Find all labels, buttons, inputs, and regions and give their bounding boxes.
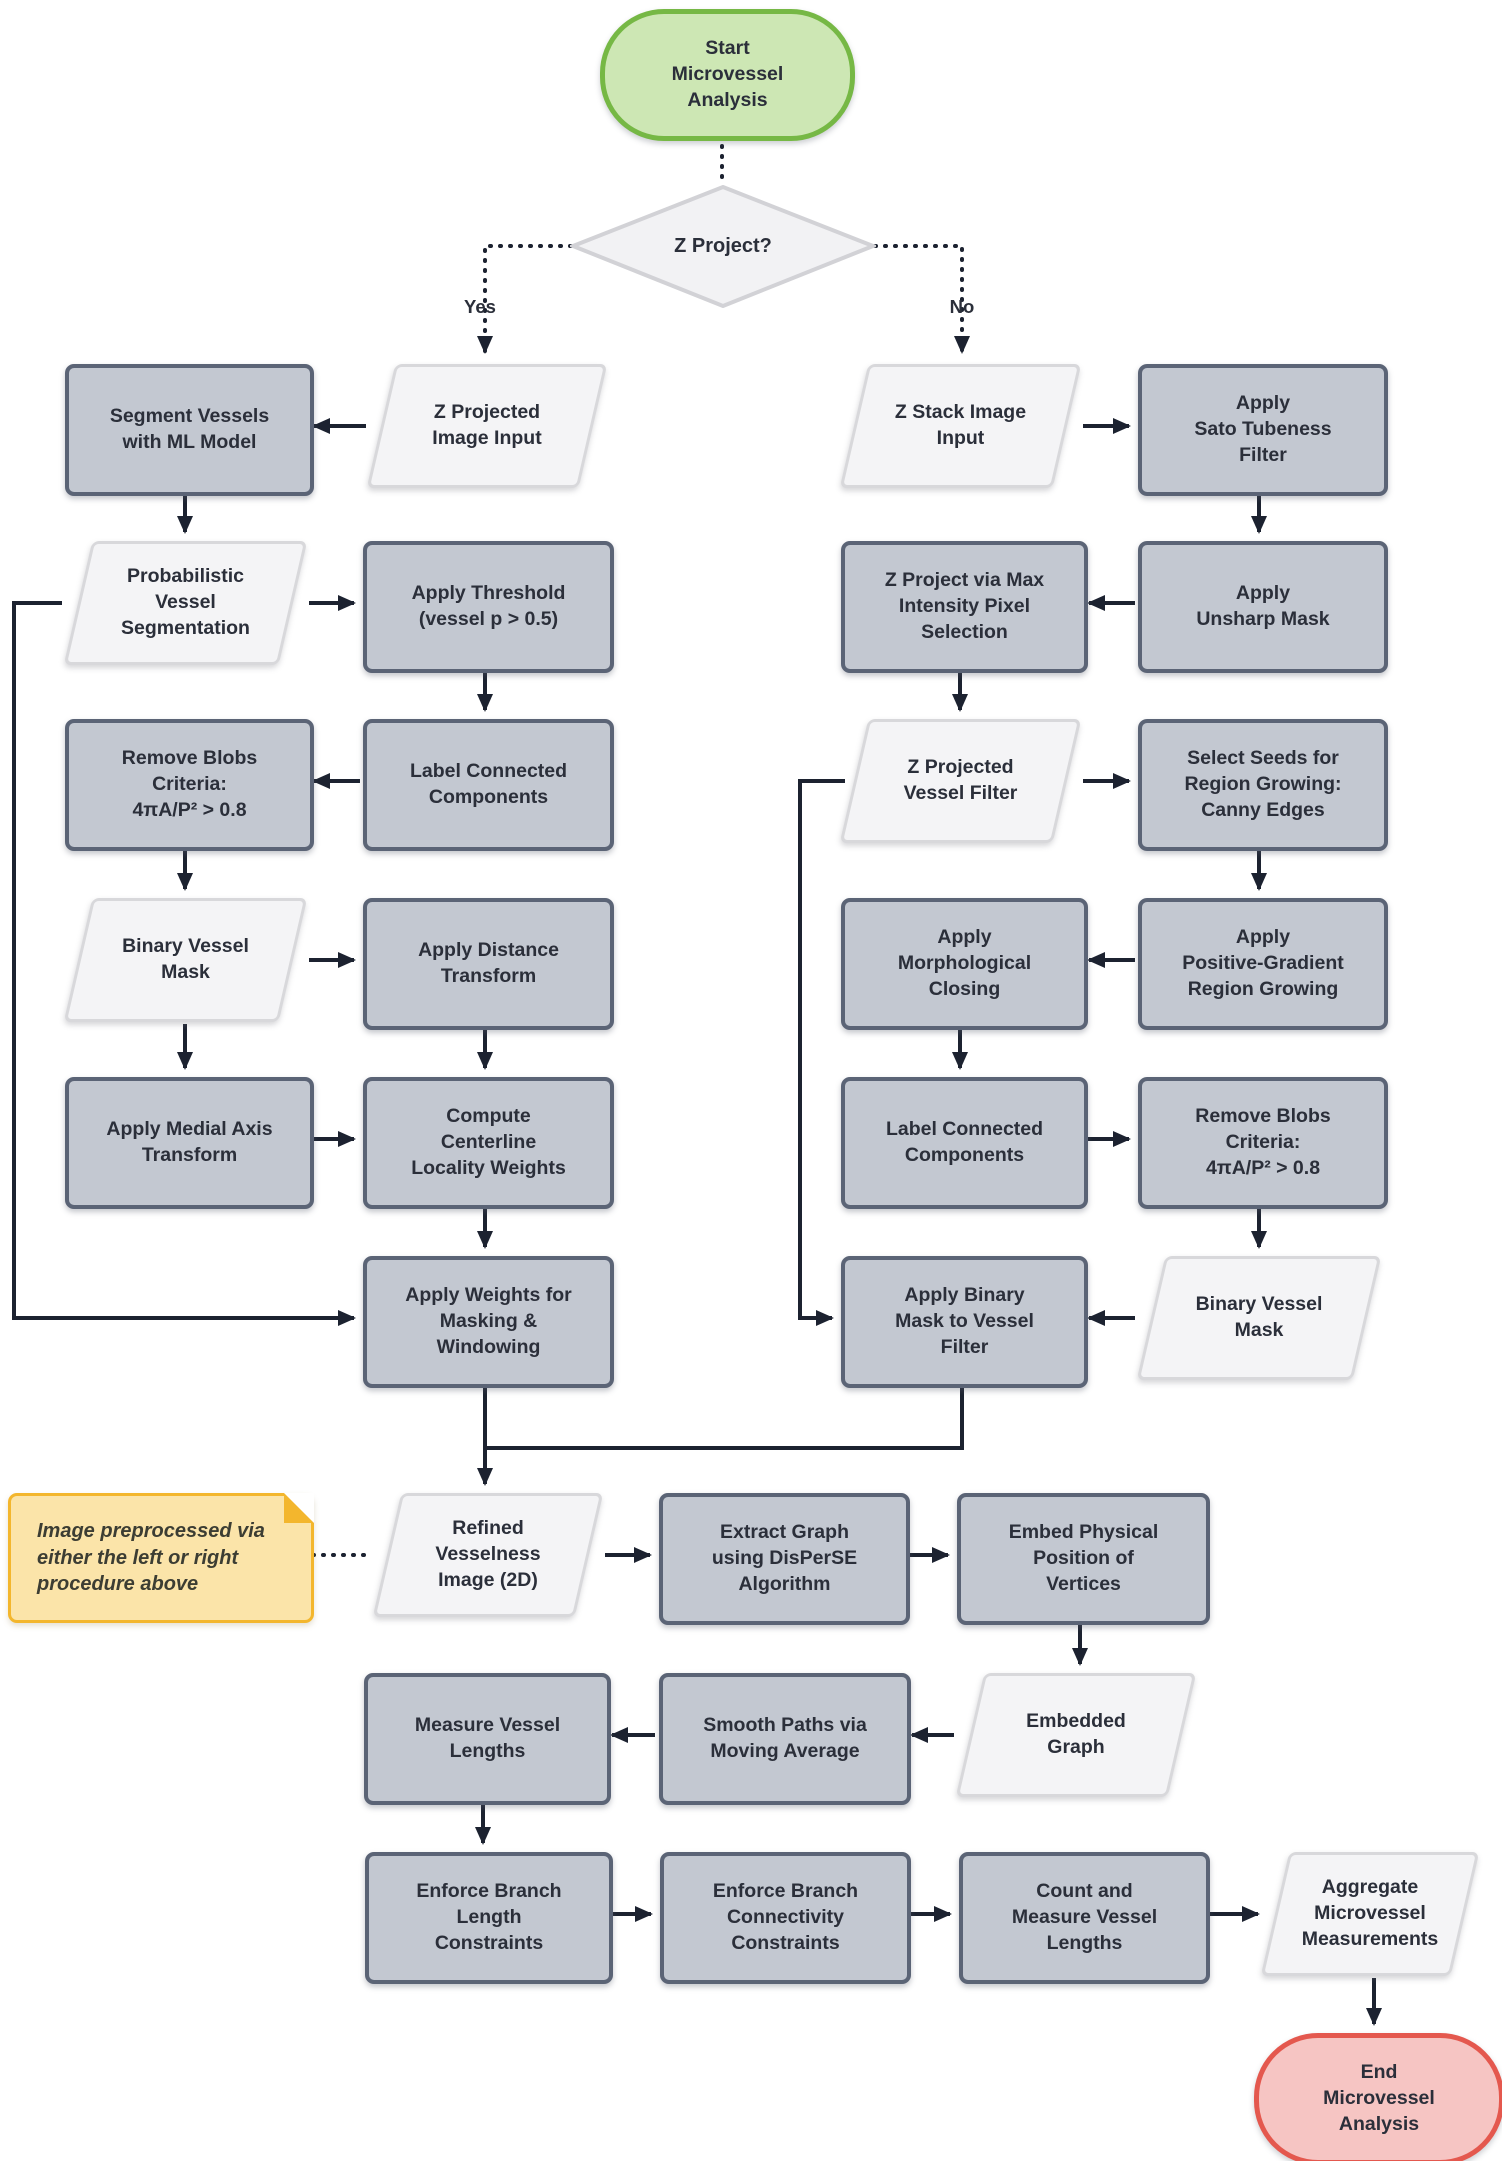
node-refined-vesselness: Refined Vesselness Image (2D) — [372, 1493, 604, 1617]
branch-label-no: No — [949, 296, 975, 317]
node-binary-vessel-mask-left: Binary Vessel Mask — [63, 898, 308, 1022]
node-probabilistic-segmentation-label: Probabilistic Vessel Segmentation — [121, 565, 250, 639]
node-sato-tubeness: Apply Sato Tubeness Filter — [1138, 364, 1388, 496]
node-positive-gradient: Apply Positive-Gradient Region Growing — [1138, 898, 1388, 1030]
node-z-project-decision: Z Project? — [570, 185, 876, 308]
node-embedded-graph: Embedded Graph — [955, 1673, 1197, 1797]
node-apply-binary-mask: Apply Binary Mask to Vessel Filter — [841, 1256, 1088, 1388]
note-preprocessing-label: Image preprocessed via either the left o… — [37, 1520, 265, 1596]
node-z-project-max: Z Project via Max Intensity Pixel Select… — [841, 541, 1088, 673]
node-label-connected-right: Label Connected Components — [841, 1077, 1088, 1209]
node-aggregate-label: Aggregate Microvessel Measurements — [1301, 1876, 1439, 1950]
edge-probabilistic-to-weights-long — [12, 601, 356, 1326]
node-enforce-length-label: Enforce Branch Length Constraints — [416, 1880, 562, 1954]
note-fold-corner-icon — [284, 1493, 314, 1523]
node-label-connected-left: Label Connected Components — [363, 719, 614, 851]
node-apply-threshold: Apply Threshold (vessel p > 0.5) — [363, 541, 614, 673]
decision-diamond-shape — [570, 185, 876, 308]
node-remove-blobs-left-label: Remove Blobs Criteria: 4πA/P² > 0.8 — [121, 747, 258, 821]
node-morphological-closing: Apply Morphological Closing — [841, 898, 1088, 1030]
node-start: Start Microvessel Analysis — [600, 9, 855, 141]
node-count-measure-label: Count and Measure Vessel Lengths — [1011, 1880, 1158, 1954]
node-unsharp-mask-label: Apply Unsharp Mask — [1196, 582, 1330, 630]
node-centerline-weights-label: Compute Centerline Locality Weights — [411, 1105, 566, 1179]
node-binary-vessel-mask-right: Binary Vessel Mask — [1136, 1256, 1382, 1380]
node-probabilistic-segmentation: Probabilistic Vessel Segmentation — [63, 541, 308, 665]
node-enforce-connectivity: Enforce Branch Connectivity Constraints — [660, 1852, 911, 1984]
node-z-project-decision-label: Z Project? — [674, 235, 772, 258]
node-medial-axis: Apply Medial Axis Transform — [65, 1077, 314, 1209]
node-label-connected-left-label: Label Connected Components — [409, 760, 568, 808]
node-embed-physical-label: Embed Physical Position of Vertices — [1008, 1521, 1159, 1595]
node-apply-threshold-label: Apply Threshold (vessel p > 0.5) — [411, 582, 566, 630]
node-smooth-paths: Smooth Paths via Moving Average — [659, 1673, 911, 1805]
node-remove-blobs-right: Remove Blobs Criteria: 4πA/P² > 0.8 — [1138, 1077, 1388, 1209]
node-enforce-connectivity-label: Enforce Branch Connectivity Constraints — [712, 1880, 859, 1954]
edge-decision-no — [873, 244, 970, 354]
node-medial-axis-label: Apply Medial Axis Transform — [106, 1118, 273, 1166]
edge-decision-yes — [477, 244, 573, 354]
node-z-projected-image-input-label: Z Projected Image Input — [432, 401, 542, 449]
node-embed-physical: Embed Physical Position of Vertices — [957, 1493, 1210, 1625]
node-apply-weights: Apply Weights for Masking & Windowing — [363, 1256, 614, 1388]
node-z-projected-vessel-filter: Z Projected Vessel Filter — [839, 719, 1082, 843]
node-select-seeds: Select Seeds for Region Growing: Canny E… — [1138, 719, 1388, 851]
note-preprocessing: Image preprocessed via either the left o… — [8, 1493, 314, 1623]
node-extract-graph: Extract Graph using DisPerSE Algorithm — [659, 1493, 910, 1625]
branch-label-yes: Yes — [464, 296, 496, 317]
node-binary-vessel-mask-right-label: Binary Vessel Mask — [1195, 1293, 1323, 1341]
node-segment-vessels: Segment Vessels with ML Model — [65, 364, 314, 496]
node-apply-weights-label: Apply Weights for Masking & Windowing — [405, 1284, 572, 1358]
node-centerline-weights: Compute Centerline Locality Weights — [363, 1077, 614, 1209]
node-extract-graph-label: Extract Graph using DisPerSE Algorithm — [711, 1521, 858, 1595]
node-z-stack-image-input-label: Z Stack Image Input — [894, 401, 1027, 449]
node-apply-distance-transform: Apply Distance Transform — [363, 898, 614, 1030]
node-z-project-max-label: Z Project via Max Intensity Pixel Select… — [884, 569, 1045, 643]
edge-vesselfilter-to-applybinary-long — [798, 779, 845, 1326]
node-apply-distance-transform-label: Apply Distance Transform — [418, 939, 559, 987]
node-end-label: End Microvessel Analysis — [1323, 2061, 1435, 2135]
edge-applybinary-merge — [485, 1382, 964, 1450]
node-select-seeds-label: Select Seeds for Region Growing: Canny E… — [1184, 747, 1342, 821]
node-sato-tubeness-label: Apply Sato Tubeness Filter — [1194, 392, 1332, 466]
node-enforce-length: Enforce Branch Length Constraints — [365, 1852, 613, 1984]
node-smooth-paths-label: Smooth Paths via Moving Average — [703, 1714, 867, 1762]
node-embedded-graph-label: Embedded Graph — [1026, 1710, 1126, 1758]
node-z-stack-image-input: Z Stack Image Input — [839, 364, 1082, 488]
node-start-label: Start Microvessel Analysis — [671, 37, 784, 111]
node-z-projected-vessel-filter-label: Z Projected Vessel Filter — [903, 756, 1018, 804]
node-measure-lengths: Measure Vessel Lengths — [364, 1673, 611, 1805]
node-remove-blobs-left: Remove Blobs Criteria: 4πA/P² > 0.8 — [65, 719, 314, 851]
node-binary-vessel-mask-left-label: Binary Vessel Mask — [122, 935, 249, 983]
node-aggregate: Aggregate Microvessel Measurements — [1260, 1852, 1480, 1976]
node-apply-binary-mask-label: Apply Binary Mask to Vessel Filter — [895, 1284, 1034, 1358]
node-z-projected-image-input: Z Projected Image Input — [366, 364, 608, 488]
node-count-measure: Count and Measure Vessel Lengths — [959, 1852, 1210, 1984]
node-positive-gradient-label: Apply Positive-Gradient Region Growing — [1182, 926, 1344, 1000]
node-unsharp-mask: Apply Unsharp Mask — [1138, 541, 1388, 673]
node-segment-vessels-label: Segment Vessels with ML Model — [109, 405, 270, 453]
node-measure-lengths-label: Measure Vessel Lengths — [414, 1714, 561, 1762]
node-remove-blobs-right-label: Remove Blobs Criteria: 4πA/P² > 0.8 — [1195, 1105, 1331, 1179]
node-end: End Microvessel Analysis — [1254, 2033, 1502, 2161]
node-label-connected-right-label: Label Connected Components — [885, 1118, 1044, 1166]
node-morphological-closing-label: Apply Morphological Closing — [897, 926, 1032, 1000]
node-refined-vesselness-label: Refined Vesselness Image (2D) — [435, 1517, 541, 1591]
